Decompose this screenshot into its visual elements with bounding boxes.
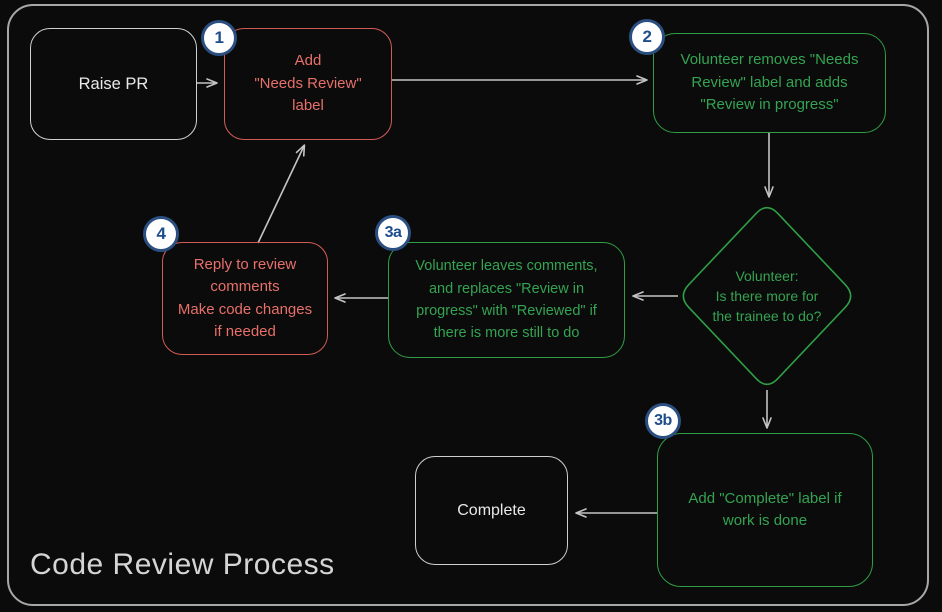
decision-question: Volunteer: Is there more for the trainee… [712,267,822,325]
outer-frame [7,4,929,606]
step-badge-4: 4 [143,216,179,252]
node-volunteer-removes-text: Volunteer removes "Needs Review" label a… [680,51,859,114]
node-complete-label: Complete [457,501,526,519]
step-badge-3a: 3a [375,215,411,251]
diagram-title: Code Review Process [30,548,335,581]
node-volunteer-leaves-comments: Volunteer leaves comments, and replaces … [388,242,625,358]
node-reply-to-review-text: Reply to review comments Make code chang… [177,255,313,341]
step-badge-2: 2 [629,19,665,55]
node-decision-text: Volunteer: Is there more for the trainee… [682,255,852,337]
node-add-needs-review-text: Add "Needs Review" label [254,52,362,115]
node-add-complete-text: Add "Complete" label if work is done [688,489,842,530]
step-badge-3b: 3b [645,403,681,439]
node-add-needs-review-label: Add "Needs Review" label [224,28,392,140]
step-badge-1: 1 [201,20,237,56]
node-add-complete-label: Add "Complete" label if work is done [657,433,873,587]
node-volunteer-leaves-comments-text: Volunteer leaves comments, and replaces … [415,258,598,342]
node-volunteer-removes-label: Volunteer removes "Needs Review" label a… [653,33,886,133]
node-complete: Complete [415,456,568,565]
node-reply-to-review: Reply to review comments Make code chang… [162,242,328,355]
node-raise-pr-label: Raise PR [78,74,149,93]
node-raise-pr: Raise PR [30,28,197,140]
